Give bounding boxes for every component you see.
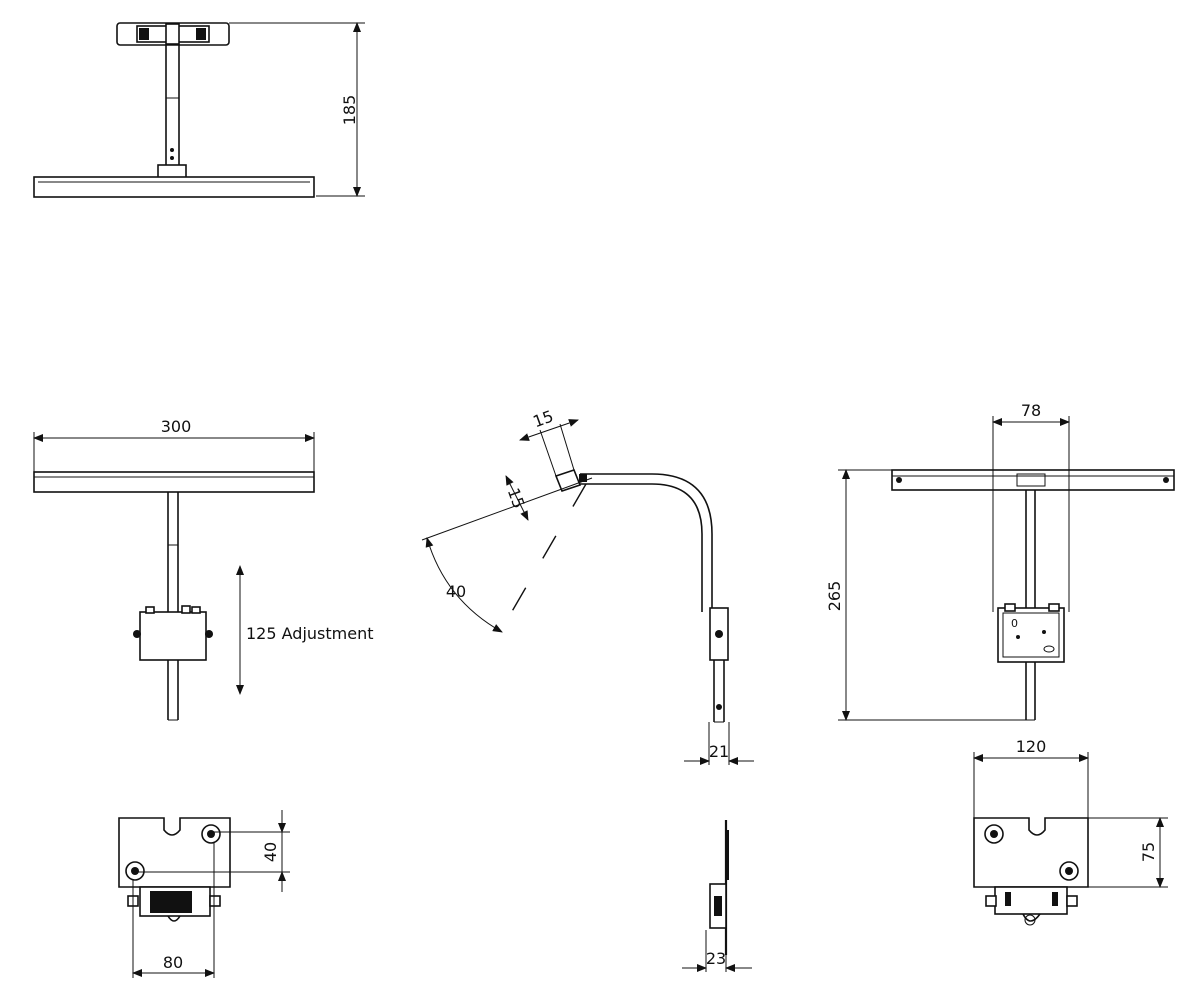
dim-78: 78	[1021, 401, 1041, 420]
rear-view: 0 78 265	[825, 401, 1175, 721]
dim-40: 40	[261, 842, 280, 862]
dim-265: 265	[825, 581, 844, 612]
svg-text:0: 0	[1011, 617, 1018, 630]
front-view: 300 125 Adjustment	[33, 417, 373, 721]
top-view: 185	[33, 22, 365, 198]
mount-plate-right: 120 75	[973, 737, 1168, 926]
dim-75: 75	[1139, 842, 1158, 862]
dim-23: 23	[706, 949, 726, 968]
dim-15-side: 15	[504, 485, 529, 511]
dim-80: 80	[163, 953, 183, 972]
dim-125-adjustment: 125 Adjustment	[246, 624, 373, 643]
dim-21: 21	[709, 742, 729, 761]
dim-120: 120	[1016, 737, 1047, 756]
side-view: 40 15 15 21	[421, 406, 754, 765]
side-profile: 23	[682, 820, 752, 972]
mount-plate-left: 80 40	[118, 810, 290, 978]
dim-300: 300	[161, 417, 192, 436]
dim-15-top: 15	[530, 406, 556, 431]
dim-185: 185	[340, 95, 359, 126]
dim-40-angle: 40	[446, 582, 466, 601]
